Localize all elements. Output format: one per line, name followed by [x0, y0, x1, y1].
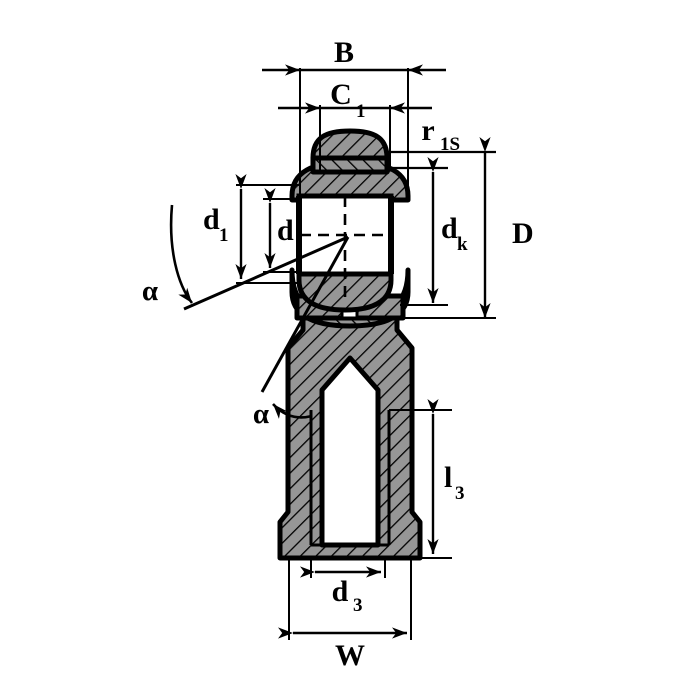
dimension-label-W: W — [335, 639, 365, 672]
dimension-label-dk: d — [441, 212, 458, 245]
dimension-D: D — [400, 137, 534, 319]
stud-cap-upper-dome — [310, 128, 390, 161]
stud-cap-lower-band — [310, 155, 390, 175]
dimension-label-B: B — [334, 36, 354, 69]
dimension-sublabel-d3: 3 — [353, 595, 363, 616]
dimension-sublabel-l3: 3 — [455, 483, 465, 504]
dimension-sublabel-C1: 1 — [356, 101, 366, 122]
dimension-label-C1: C — [330, 78, 352, 111]
dimension-label-l3: l — [444, 461, 452, 494]
dimension-W: W — [278, 558, 412, 672]
dimension-label-d1: d — [203, 203, 220, 236]
angle-alpha-upper: α — [142, 204, 349, 311]
angle-alpha-lower: α — [253, 236, 350, 430]
shank-inner-cavity — [319, 355, 381, 548]
alpha-lower-arc — [272, 403, 313, 419]
dimension-label-D: D — [512, 217, 534, 250]
dimension-B: B — [262, 36, 446, 200]
dimension-sublabel-r1S: 1S — [440, 134, 460, 155]
alpha-lower-ray — [260, 236, 350, 393]
alpha-upper-ray — [183, 235, 349, 311]
dimension-d: d — [263, 188, 300, 273]
dimension-sublabel-d1: 1 — [219, 225, 229, 246]
angle-label-alpha-lower: α — [253, 398, 269, 430]
dimension-dk: d k — [400, 157, 468, 306]
dimension-label-r1S: r — [421, 114, 434, 147]
dimension-sublabel-dk: k — [457, 234, 468, 255]
dimension-label-d3: d — [332, 575, 349, 608]
dimension-d3: d 3 — [300, 558, 386, 616]
alpha-upper-arc — [169, 204, 194, 304]
angle-label-alpha-upper: α — [142, 275, 158, 307]
dimension-label-d: d — [277, 214, 294, 247]
dimension-C1: C 1 — [278, 78, 432, 170]
dimension-l3: l 3 — [389, 399, 465, 559]
